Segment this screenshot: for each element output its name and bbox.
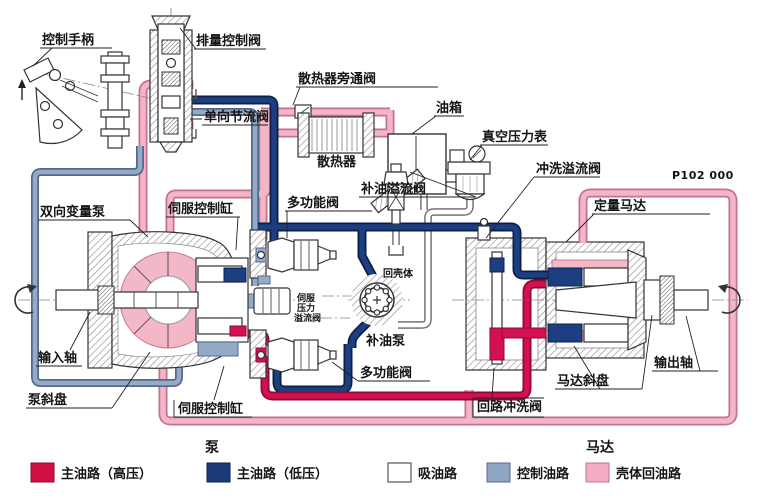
pump-assembly [55,231,249,369]
drain-cup-icon [388,246,404,256]
control-handle-assembly [18,51,130,149]
label-servo-pressure-relief-3: 溢流阀 [294,312,321,324]
label-return-to-housing: 回壳体 [383,267,414,280]
legend-label-high-pressure: 主油路（高压） [61,466,152,482]
label-output-shaft: 输出轴 [654,355,693,371]
pump-port-low-pressure [223,267,247,283]
legend-item-high-pressure: 主油路（高压） [30,462,152,483]
legend-item-case-drain: 壳体回油路 [585,462,682,483]
label-servo-cylinder-bottom: 伺服控制缸 [177,401,243,417]
label-part-number: P102 000 [672,169,734,182]
charge-pump [351,274,403,326]
label-pump-swash-plate: 泵斜盘 [28,392,67,408]
label-fixed-motor: 定量马达 [593,198,646,214]
legend-swatch-case-drain [585,462,610,483]
label-charge-relief-valve: 补油溢流阀 [360,181,426,197]
vacuum-gauge [468,145,486,163]
flush-valve-channel [491,251,503,365]
label-servo-pressure-relief-1: 伺服 [296,292,316,304]
motor-port-low-pressure [547,267,583,287]
label-servo-cylinder-top: 伺服控制缸 [167,201,233,217]
suction-lines [396,176,470,325]
legend: 主油路（高压） 主油路（低压） 吸油路 控制油路 壳体回油路 [30,462,682,483]
legend-label-suction: 吸油路 [418,466,458,482]
label-layer: 控制手柄 排量控制阀 散热器旁通阀 单向节流阀 油箱 散热器 真空压力表 补油溢… [26,27,734,456]
multifunction-valve-top [255,237,337,273]
label-input-shaft: 输入轴 [38,350,77,366]
pump-port-high-pressure [229,325,247,337]
label-radiator-bypass-valve: 散热器旁通阀 [298,71,376,87]
legend-item-control: 控制油路 [486,462,570,483]
output-rotation-arrow-icon [718,284,741,314]
motor-valve-block [465,237,547,371]
displacement-control-valve [149,15,193,153]
legend-label-case-drain: 壳体回油路 [615,466,682,482]
label-charge-pump: 补油泵 [365,333,405,349]
legend-item-suction: 吸油路 [387,462,458,483]
label-bidirectional-variable-pump: 双向变量泵 [40,204,105,220]
motor-internals [477,217,709,365]
radiator [297,112,375,158]
servo-pressure-relief-valve [247,275,291,315]
legend-swatch-high-pressure [30,462,55,483]
label-vacuum-gauge: 真空压力表 [482,129,548,145]
label-motor: 马达 [586,439,614,456]
legend-swatch-control [486,462,511,483]
label-oil-tank: 油箱 [436,100,462,116]
input-rotation-arrow-icon [14,284,37,314]
charge-relief-valve [370,163,426,225]
label-motor-swash-plate: 马达斜盘 [557,373,609,389]
label-multifunction-valve-top: 多功能阀 [287,195,339,211]
legend-label-low-pressure: 主油路（低压） [237,466,328,482]
label-pump: 泵 [205,440,219,456]
label-radiator: 散热器 [317,154,357,170]
label-displacement-control-valve: 排量控制阀 [196,33,261,49]
label-control-handle: 控制手柄 [42,32,94,48]
label-servo-pressure-relief-2: 压力 [297,302,315,314]
pump-servo-piston [197,341,239,357]
label-one-way-throttle-valve: 单向节流阀 [204,109,269,125]
multifunction-valve-bottom [255,337,337,373]
label-loop-flush-valve: 回路冲洗阀 [477,399,542,415]
label-multifunction-valve-bottom: 多功能阀 [360,365,412,381]
legend-label-control: 控制油路 [517,466,570,482]
legend-item-low-pressure: 主油路（低压） [206,462,328,483]
label-flush-relief-valve: 冲洗溢流阀 [536,161,601,177]
legend-swatch-suction [387,462,412,483]
motor-port-high-pressure [547,323,583,343]
legend-swatch-low-pressure [206,462,231,483]
